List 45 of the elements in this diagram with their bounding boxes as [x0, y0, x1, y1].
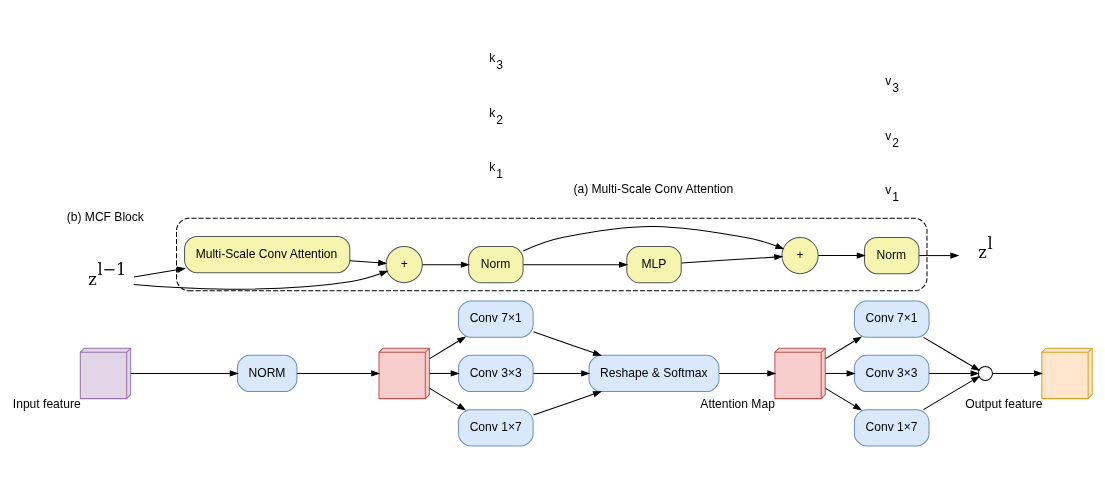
node-box: MLP — [626, 245, 682, 283]
node-box: Multi-Scale Conv Attention — [184, 235, 351, 273]
arrow — [923, 375, 981, 410]
node-label: Attention Map — [700, 396, 775, 411]
arrow — [918, 251, 960, 259]
arrow — [130, 369, 239, 377]
arrow — [429, 387, 467, 410]
arrow — [928, 369, 980, 377]
arrow — [532, 330, 603, 356]
node-box: Conv 3×3 — [458, 354, 534, 392]
node-label: Output feature — [965, 396, 1043, 411]
node-box: Norm — [864, 236, 920, 274]
node-box: Reshape & Softmax — [588, 354, 720, 392]
node-box: Conv 7×1 — [853, 299, 930, 338]
arrow — [532, 390, 603, 416]
label: (b) MCF Block — [66, 209, 144, 224]
arrow — [429, 369, 460, 377]
arrow — [680, 253, 784, 263]
arrow — [421, 260, 470, 268]
node-box: Conv 7×1 — [458, 299, 534, 338]
arrow — [718, 369, 777, 377]
label: (a) Multi-Scale Conv Attention — [573, 181, 734, 196]
node-box: NORM — [236, 354, 298, 392]
arrow — [133, 266, 186, 278]
arrow — [349, 259, 388, 266]
arrow — [825, 335, 863, 359]
arrow — [522, 225, 785, 251]
arrow — [532, 369, 591, 377]
node-label: Input feature — [12, 396, 81, 411]
node-circle — [977, 365, 993, 381]
node-circle: + — [781, 236, 819, 274]
node-circle: + — [385, 245, 423, 283]
arrow — [133, 270, 389, 290]
arrow — [825, 369, 856, 377]
node-box: Conv 1×7 — [853, 408, 930, 446]
arrow — [817, 251, 866, 259]
arrow — [992, 369, 1044, 377]
arrow — [923, 336, 981, 371]
arrow — [825, 387, 863, 410]
node-box: Norm — [468, 245, 524, 283]
node-box: Conv 1×7 — [458, 408, 534, 446]
arrow — [522, 260, 629, 268]
node-box: Conv 3×3 — [853, 354, 930, 392]
arrow — [429, 335, 467, 359]
arrow — [296, 369, 381, 377]
